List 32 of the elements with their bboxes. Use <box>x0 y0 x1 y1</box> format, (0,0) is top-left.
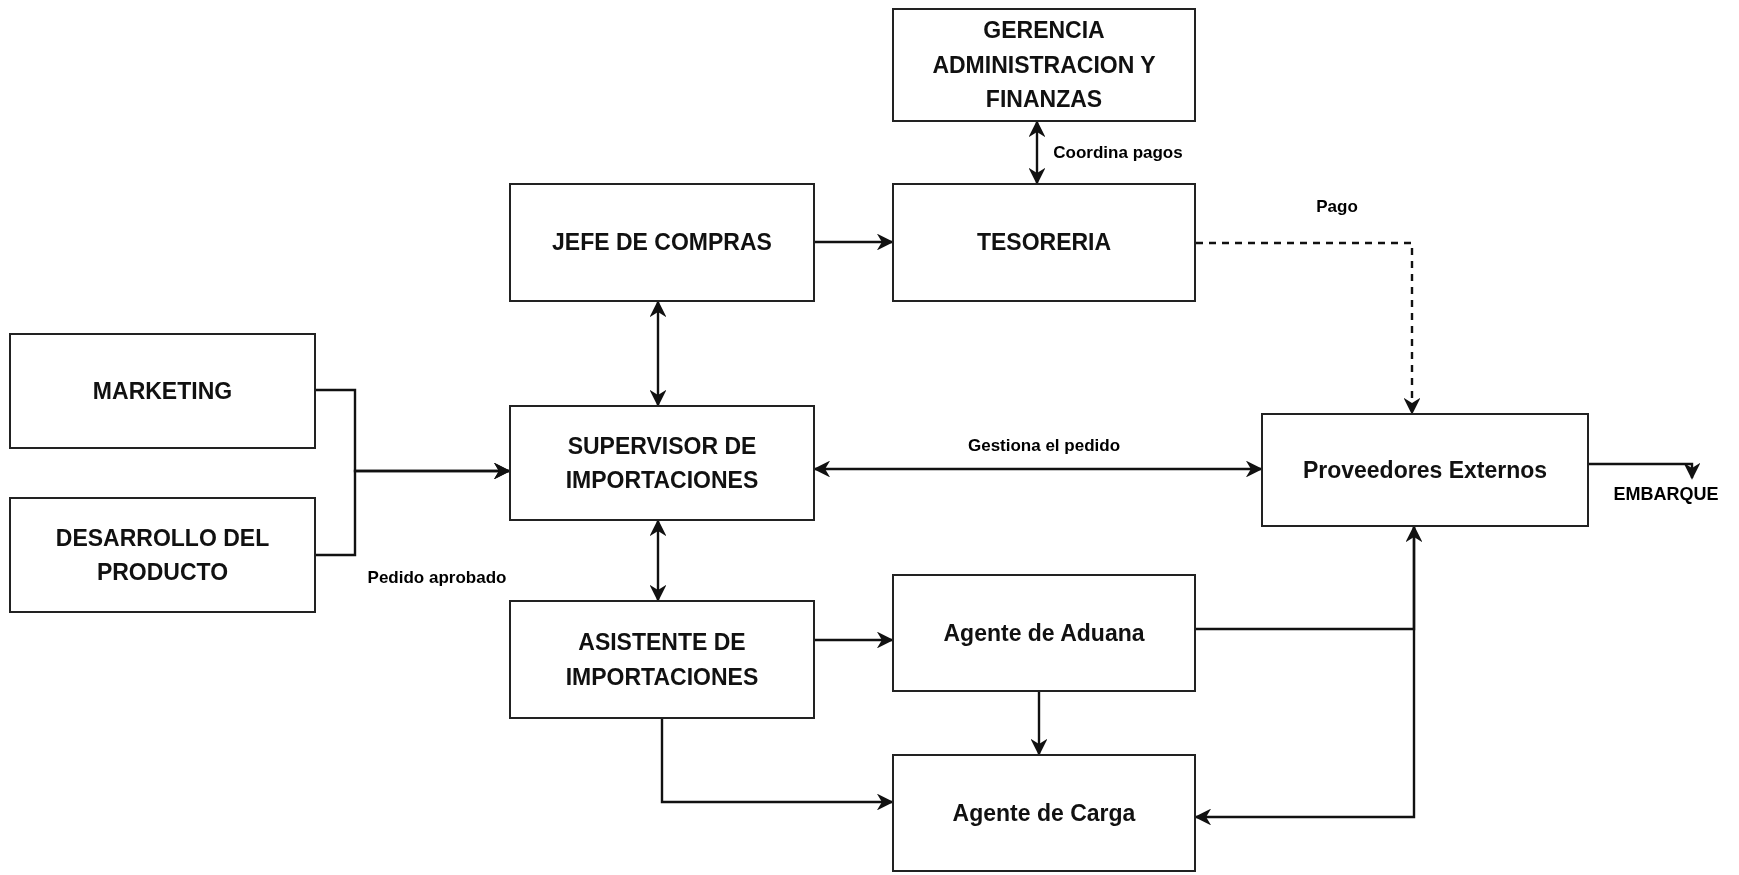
box-label: Agente de Carga <box>951 798 1137 828</box>
text-label: EMBARQUE <box>1598 478 1734 510</box>
box-label: Agente de Aduana <box>942 618 1146 648</box>
box-label: ASISTENTE DE IMPORTACIONES <box>564 628 760 692</box>
process-box <box>509 405 815 521</box>
connector-arrow <box>660 719 894 811</box>
box-label: MARKETING <box>91 376 234 406</box>
process-box <box>9 333 316 449</box>
connector-arrow <box>1196 241 1421 415</box>
connector-arrow <box>1589 462 1701 480</box>
box-label: TESORERIA <box>975 228 1113 258</box>
connector-arrow <box>316 462 511 557</box>
process-box <box>892 754 1196 872</box>
connector-arrow <box>1196 525 1423 631</box>
connector-arrow <box>815 233 894 251</box>
connector-arrow <box>815 631 894 649</box>
connector-arrow <box>1030 692 1048 756</box>
process-box <box>509 183 815 302</box>
process-box <box>892 574 1196 692</box>
process-box <box>509 600 815 719</box>
box-label: SUPERVISOR DE IMPORTACIONES <box>564 431 760 495</box>
connector-arrow <box>1028 120 1046 185</box>
process-box <box>892 8 1196 122</box>
process-box <box>1261 413 1589 527</box>
box-label: DESARROLLO DEL PRODUCTO <box>54 523 271 587</box>
process-box <box>892 183 1196 302</box>
process-box <box>9 497 316 613</box>
box-label: JEFE DE COMPRAS <box>551 228 773 258</box>
connector-arrow <box>649 300 667 407</box>
connector-arrow <box>649 519 667 602</box>
box-label: GERENCIA ADMINISTRACION Y FINANZAS <box>931 16 1157 115</box>
box-label: Proveedores Externos <box>1301 455 1549 485</box>
